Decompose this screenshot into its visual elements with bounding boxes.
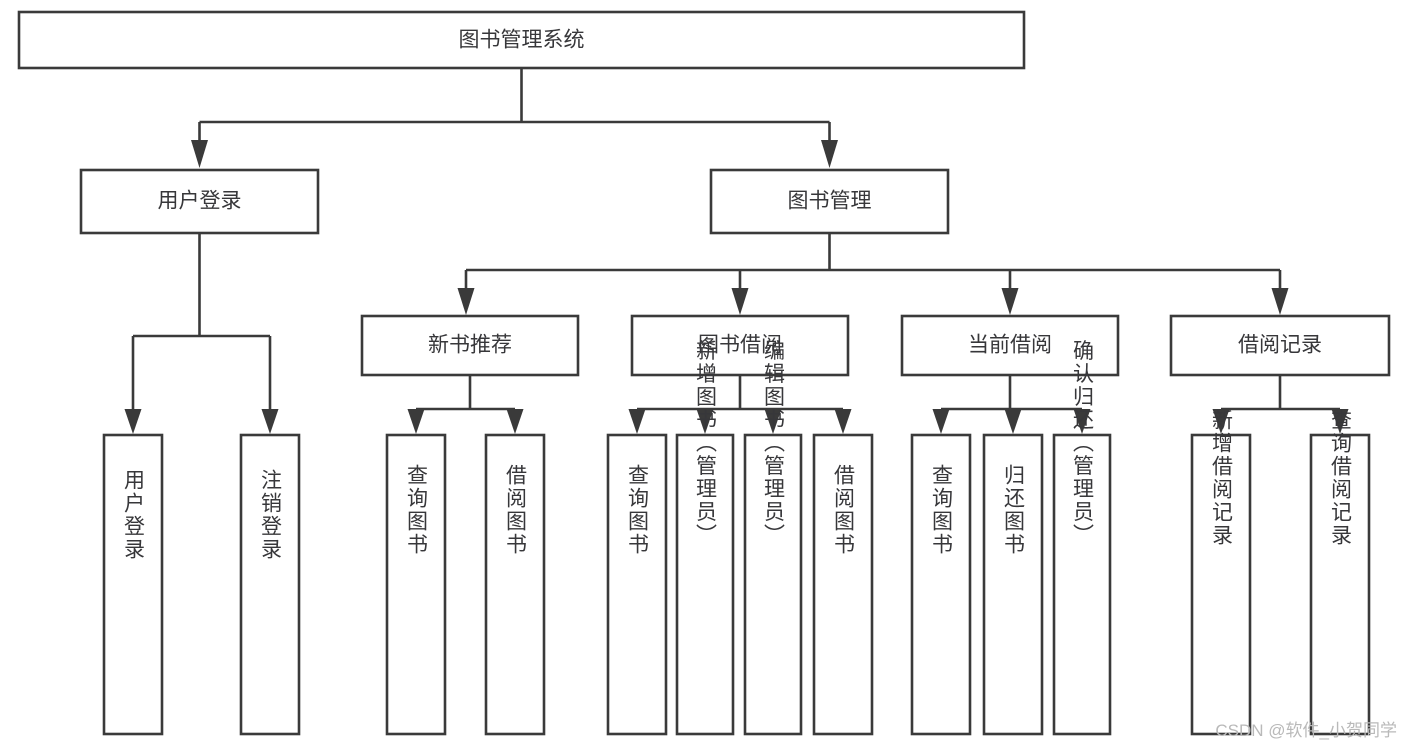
leaf-query-book-3-label: 查询图书 xyxy=(930,464,954,556)
connector-group-newbook xyxy=(407,375,524,434)
leaf-confirm-return-label: 确认归还（管理员） xyxy=(1071,340,1095,547)
node-user-login[interactable]: 用户登录 xyxy=(79,168,320,235)
leaf-user-logout-label: 注销登录 xyxy=(259,469,283,561)
connector-group-records xyxy=(1212,375,1349,434)
node-borrow-records-box[interactable] xyxy=(1169,314,1391,377)
leaf-borrow-book-1-box[interactable] xyxy=(484,433,546,736)
leaf-add-book-label: 新增图书（管理员） xyxy=(694,340,718,547)
leaf-query-record-box[interactable] xyxy=(1309,433,1371,736)
leaf-user-login-label: 用户登录 xyxy=(122,469,146,561)
leaf-query-book-3[interactable]: 查询图书 xyxy=(910,433,972,736)
arrowhead-query-book-3 xyxy=(932,409,950,434)
node-new-book-recommend-label: 新书推荐 xyxy=(428,334,512,357)
node-root-label: 图书管理系统 xyxy=(459,29,585,52)
node-new-book-recommend[interactable]: 新书推荐 xyxy=(360,314,580,377)
leaf-borrow-book-1-label: 借阅图书 xyxy=(504,464,528,556)
leaf-user-login-box[interactable] xyxy=(102,433,164,736)
node-book-borrow-label: 图书借阅 xyxy=(698,334,782,357)
node-book-borrow[interactable]: 图书借阅 xyxy=(630,314,850,377)
node-new-book-recommend-box[interactable] xyxy=(360,314,580,377)
arrowhead-add-record xyxy=(1212,409,1230,434)
leaf-user-login[interactable]: 用户登录 xyxy=(102,433,164,736)
leaf-query-book-1-box[interactable] xyxy=(385,433,447,736)
node-borrow-records-label: 借阅记录 xyxy=(1238,334,1322,357)
arrowhead-confirm-return xyxy=(1073,409,1091,434)
connector-group-root xyxy=(191,68,838,168)
connector-group-bookmgmt xyxy=(457,233,1289,315)
arrowhead-user-login xyxy=(124,409,142,434)
arrowhead-login xyxy=(191,140,208,168)
leaf-query-book-3-box[interactable] xyxy=(910,433,972,736)
leaf-edit-book-label: 编辑图书（管理员） xyxy=(762,340,786,547)
leaf-query-book-2-label: 查询图书 xyxy=(626,464,650,556)
arrowhead-bookmgmt xyxy=(821,140,838,168)
node-borrow-records[interactable]: 借阅记录 xyxy=(1169,314,1391,377)
leaf-query-record[interactable]: 查询借阅记录 xyxy=(1309,409,1371,736)
leaf-add-book[interactable]: 新增图书（管理员） xyxy=(675,340,735,736)
node-user-login-box[interactable] xyxy=(79,168,320,235)
arrowhead-records xyxy=(1271,288,1289,315)
leaf-edit-book-box[interactable] xyxy=(743,433,803,736)
leaf-confirm-return[interactable]: 确认归还（管理员） xyxy=(1052,340,1112,736)
leaf-user-logout[interactable]: 注销登录 xyxy=(239,433,301,736)
leaf-borrow-book-2-box[interactable] xyxy=(812,433,874,736)
leaf-edit-book[interactable]: 编辑图书（管理员） xyxy=(743,340,803,736)
node-current-borrow-box[interactable] xyxy=(900,314,1120,377)
node-book-management[interactable]: 图书管理 xyxy=(709,168,950,235)
arrowhead-current xyxy=(1001,288,1019,315)
leaf-confirm-return-box[interactable] xyxy=(1052,433,1112,736)
node-user-login-label: 用户登录 xyxy=(158,190,242,213)
node-root-box[interactable] xyxy=(17,10,1026,70)
node-book-management-box[interactable] xyxy=(709,168,950,235)
arrowhead-add-book xyxy=(696,409,714,434)
arrowhead-newbook xyxy=(457,288,475,315)
connector-group-borrow xyxy=(628,375,852,434)
leaf-user-logout-box[interactable] xyxy=(239,433,301,736)
leaf-add-record-label: 新增借阅记录 xyxy=(1210,409,1234,547)
leaf-return-book[interactable]: 归还图书 xyxy=(982,433,1044,736)
arrowhead-borrow-book-2 xyxy=(834,409,852,434)
node-book-management-label: 图书管理 xyxy=(788,190,872,213)
leaf-query-book-1-label: 查询图书 xyxy=(405,464,429,556)
connector-group-login xyxy=(124,233,279,434)
leaf-query-book-2[interactable]: 查询图书 xyxy=(606,433,668,736)
leaf-query-record-label: 查询借阅记录 xyxy=(1329,409,1353,547)
leaf-borrow-book-2[interactable]: 借阅图书 xyxy=(812,433,874,736)
leaf-add-record[interactable]: 新增借阅记录 xyxy=(1190,409,1252,736)
leaf-return-book-label: 归还图书 xyxy=(1002,464,1026,556)
leaf-add-book-box[interactable] xyxy=(675,433,735,736)
node-current-borrow[interactable]: 当前借阅 xyxy=(900,314,1120,377)
leaf-query-book-2-box[interactable] xyxy=(606,433,668,736)
arrowhead-user-logout xyxy=(261,409,279,434)
node-current-borrow-label: 当前借阅 xyxy=(968,334,1052,357)
node-book-borrow-box[interactable] xyxy=(630,314,850,377)
leaf-query-book-1[interactable]: 查询图书 xyxy=(385,433,447,736)
arrowhead-query-book-2 xyxy=(628,409,646,434)
leaf-borrow-book-1[interactable]: 借阅图书 xyxy=(484,433,546,736)
leaf-return-book-box[interactable] xyxy=(982,433,1044,736)
leaf-borrow-book-2-label: 借阅图书 xyxy=(832,464,856,556)
arrowhead-borrow xyxy=(731,288,749,315)
arrowhead-borrow-book-1 xyxy=(506,409,524,434)
arrowhead-query-book-1 xyxy=(407,409,425,434)
arrowhead-edit-book xyxy=(764,409,782,434)
arrowhead-query-record xyxy=(1331,409,1349,434)
connector-group-current xyxy=(932,375,1091,434)
node-root[interactable]: 图书管理系统 xyxy=(17,10,1026,70)
arrowhead-return-book xyxy=(1004,409,1022,434)
csdn-watermark: CSDN @软件_小贺同学 xyxy=(1215,721,1397,740)
leaf-add-record-box[interactable] xyxy=(1190,433,1252,736)
